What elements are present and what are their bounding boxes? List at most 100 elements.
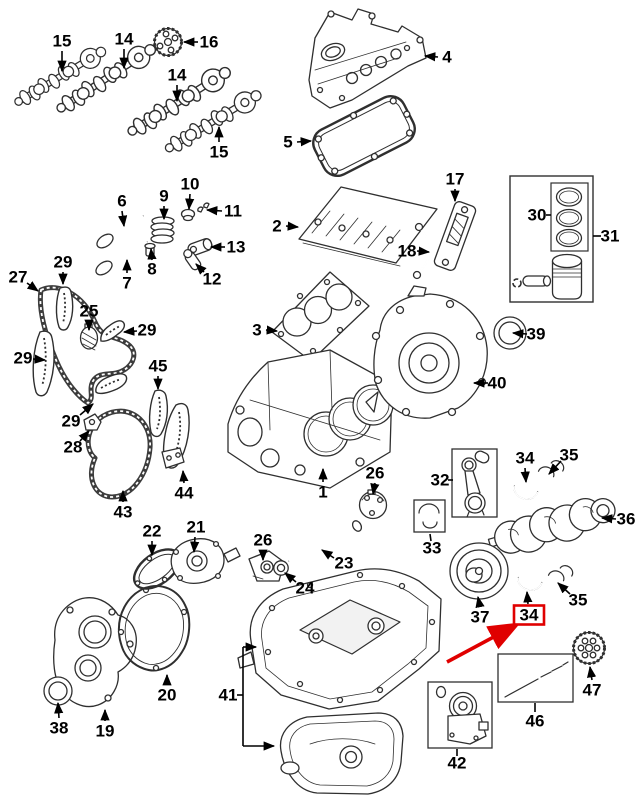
callout-label-11: 11 xyxy=(224,202,242,221)
part-38-front-seal-drawing xyxy=(43,676,73,706)
callout-label-43: 43 xyxy=(114,503,133,522)
callout-label-5: 5 xyxy=(283,133,292,152)
part-41-lower-oil-pan-drawing xyxy=(279,712,404,795)
part-29-chain-guide-b-drawing xyxy=(100,320,126,342)
part-31-piston-kit-box xyxy=(509,175,594,303)
callout-label-14: 14 xyxy=(168,66,187,85)
part-35-thrust-washers-lower-drawing xyxy=(547,565,574,582)
callout-label-40: 40 xyxy=(488,374,507,393)
callout-arrow xyxy=(79,403,94,416)
callout-arrow xyxy=(586,665,597,681)
callout-label-26: 26 xyxy=(254,531,273,550)
callout-label-34: 34 xyxy=(516,449,535,468)
part-2-cylinder-head-drawing xyxy=(298,186,438,267)
part-43-timing-chain-drawing xyxy=(85,408,153,500)
callout-label-4: 4 xyxy=(442,48,452,67)
callout-label-26: 26 xyxy=(366,464,385,483)
callout-label-47: 47 xyxy=(583,681,602,700)
callout-arrow xyxy=(284,572,297,584)
callout-label-19: 19 xyxy=(96,722,115,741)
part-30-ring-set-box xyxy=(550,182,589,252)
callout-arrow xyxy=(511,329,528,339)
part-11-valve-keepers-drawing xyxy=(197,202,210,213)
part-4-valve-cover-drawing xyxy=(308,8,427,109)
callout-arrow xyxy=(523,590,533,605)
callout-label-15: 15 xyxy=(53,32,72,51)
callout-arrow xyxy=(520,467,530,484)
callout-label-2: 2 xyxy=(272,217,281,236)
callout-arrow xyxy=(321,549,335,560)
callout-arrow xyxy=(190,536,200,554)
highlight-layer: 34 xyxy=(446,590,546,664)
part-7-valve-drawing xyxy=(95,240,148,276)
callout-arrow xyxy=(548,460,562,475)
part-6-valve-drawing xyxy=(96,214,144,249)
part-33-rod-bearings-box xyxy=(413,499,446,533)
part-17-tensioner-plate-drawing xyxy=(433,201,477,271)
callout-label-15: 15 xyxy=(210,143,229,162)
callout-label-29: 29 xyxy=(54,253,73,272)
part-42-oil-pump-box xyxy=(427,681,493,749)
callout-arrow xyxy=(423,52,439,62)
callout-arrow xyxy=(147,247,157,261)
part-36-crankshaft-drawing xyxy=(487,498,616,554)
callout-arrow xyxy=(416,246,431,256)
callout-line xyxy=(429,533,432,542)
callout-label-28: 28 xyxy=(64,438,83,457)
callout-label-14: 14 xyxy=(115,30,134,49)
part-23-oil-tube-drawing xyxy=(288,520,363,563)
callout-label-13: 13 xyxy=(227,238,246,257)
callout-label-35: 35 xyxy=(560,446,579,465)
part-24-grommet-drawing xyxy=(273,560,289,576)
callout-label-44: 44 xyxy=(175,484,194,503)
highlighted-part-box xyxy=(512,604,546,626)
part-47-pump-sprocket-drawing xyxy=(572,631,606,665)
callout-label-38: 38 xyxy=(50,719,69,738)
callout-label-37: 37 xyxy=(471,608,490,627)
callout-label-7: 7 xyxy=(122,274,131,293)
part-40-flywheel-housing-drawing xyxy=(365,285,488,419)
part-27-timing-chain-drawing xyxy=(37,285,137,406)
callout-arrow xyxy=(557,582,571,595)
callout-arrow xyxy=(475,595,485,609)
callout-arrow xyxy=(446,622,521,664)
highlighted-callout-label-34: 34 xyxy=(520,606,539,625)
callout-label-36: 36 xyxy=(617,510,636,529)
callout-label-32: 32 xyxy=(431,471,450,490)
part-29-chain-guide-c-drawing xyxy=(32,330,55,397)
callout-label-31: 31 xyxy=(601,227,620,246)
callout-label-33: 33 xyxy=(423,539,442,558)
callout-arrow xyxy=(600,514,617,524)
callout-label-21: 21 xyxy=(187,518,206,537)
callout-arrow xyxy=(122,326,138,336)
part-19-front-cover-drawing xyxy=(53,597,137,708)
part-5-valve-cover-gasket-drawing xyxy=(312,95,416,177)
part-10-spring-retainer-drawing xyxy=(180,208,196,222)
part-21-water-housing-drawing xyxy=(170,538,241,585)
part-41-upper-oil-pan-drawing xyxy=(237,568,442,710)
part-39-crank-seal-drawing xyxy=(493,316,527,350)
callout-arrow xyxy=(118,210,128,228)
callout-label-25: 25 xyxy=(80,302,99,321)
callout-arrow xyxy=(205,206,223,216)
callout-arrow xyxy=(185,193,195,211)
callout-label-3: 3 xyxy=(252,321,261,340)
callout-label-9: 9 xyxy=(159,187,168,206)
callout-label-1: 1 xyxy=(318,483,327,502)
callout-arrow xyxy=(296,137,313,147)
part-46-oil-level-tube-box xyxy=(497,653,574,703)
part-29-chain-guide-a-drawing xyxy=(55,286,74,331)
part-13-rocker-arm-drawing xyxy=(187,238,213,256)
callout-label-35: 35 xyxy=(569,591,588,610)
callout-label-10: 10 xyxy=(181,175,200,194)
callout-arrow xyxy=(179,469,189,484)
callout-label-29: 29 xyxy=(62,412,81,431)
callout-arrow xyxy=(370,482,380,496)
callout-label-24: 24 xyxy=(296,579,315,598)
part-9-valve-spring-drawing xyxy=(150,216,175,244)
callout-label-20: 20 xyxy=(158,686,177,705)
callout-arrow xyxy=(285,221,300,231)
part-3-head-gasket-drawing xyxy=(271,271,370,362)
